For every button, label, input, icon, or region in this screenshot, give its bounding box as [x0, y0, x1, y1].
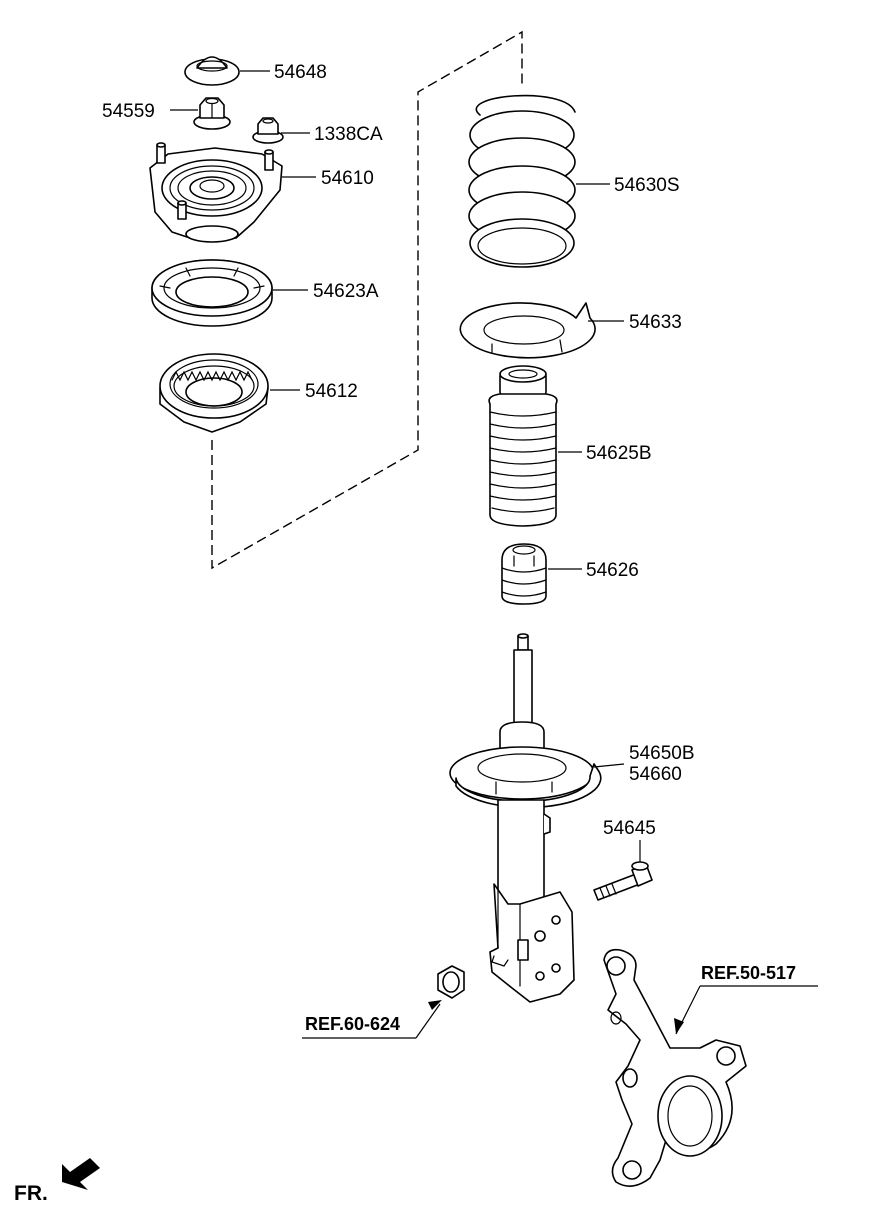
spring-pad-54633[interactable] [459, 302, 596, 359]
label-front: FR. [14, 1182, 48, 1205]
bolt-54645[interactable] [593, 861, 653, 901]
label-54648: 54648 [274, 62, 327, 83]
spring-seat-54623A[interactable] [151, 259, 273, 327]
label-54630S: 54630S [614, 175, 680, 196]
label-54660: 54660 [629, 764, 682, 785]
label-54633: 54633 [629, 312, 682, 333]
arrow-head-icon [674, 1018, 684, 1034]
dust-cap-54648[interactable] [184, 56, 240, 86]
label-54645: 54645 [603, 818, 656, 839]
bearing-54612[interactable] [159, 353, 269, 433]
label-ref-60-624[interactable]: REF.60-624 [305, 1014, 400, 1034]
bump-stopper-54626[interactable] [501, 543, 547, 605]
strut-mount-54610[interactable] [149, 142, 283, 243]
steering-knuckle-ref-50-517[interactable] [603, 948, 747, 1187]
nut-ref-60-624[interactable] [437, 965, 465, 999]
dust-boot-54625B[interactable] [488, 365, 558, 527]
label-54612: 54612 [305, 381, 358, 402]
label-54610: 54610 [321, 168, 374, 189]
label-54625B: 54625B [586, 443, 652, 464]
nut-1338CA[interactable] [252, 117, 284, 144]
label-54650B: 54650B [629, 743, 695, 764]
arrow-head-icon [428, 1000, 442, 1010]
label-54626: 54626 [586, 560, 639, 581]
flange-nut-54559[interactable] [193, 97, 231, 130]
label-54559: 54559 [102, 101, 155, 122]
strut-assembly-54650B-54660[interactable] [449, 633, 602, 1003]
label-54623A: 54623A [313, 281, 379, 302]
coil-spring-54630S[interactable] [468, 94, 576, 268]
assembly-guide-dashed-line [211, 30, 523, 570]
label-1338CA: 1338CA [314, 124, 383, 145]
label-ref-50-517[interactable]: REF.50-517 [701, 963, 796, 983]
front-direction-arrow-icon [62, 1158, 100, 1190]
